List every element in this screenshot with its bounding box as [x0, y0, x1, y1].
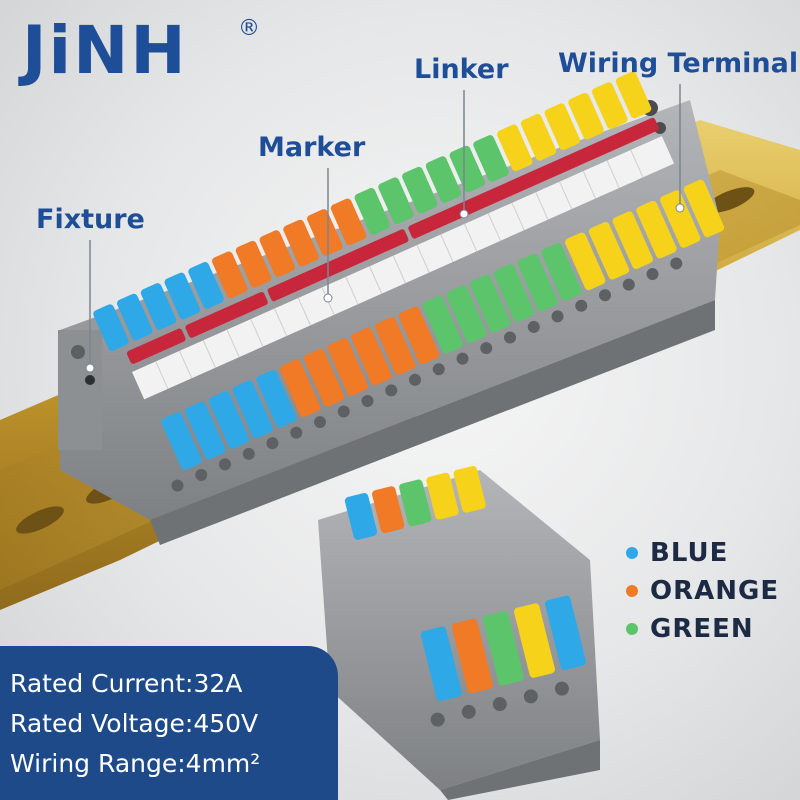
- spec-rated-current: Rated Current:32A: [10, 669, 243, 698]
- marker-strip: [132, 136, 675, 400]
- legend-item-green: GREEN: [626, 610, 779, 648]
- orange-dot-icon: [626, 585, 638, 597]
- back-lever-row: [93, 71, 652, 351]
- callout-leaders: [89, 84, 681, 368]
- linker-bars: [126, 117, 659, 364]
- callout-fixture: Fixture: [36, 204, 145, 235]
- callout-dots: [85, 203, 685, 373]
- spec-rated-voltage: Rated Voltage:450V: [10, 709, 259, 738]
- legend-label: ORANGE: [650, 576, 780, 606]
- blue-dot-icon: [626, 547, 638, 559]
- spec-panel: [0, 646, 338, 800]
- callout-wiring-terminal: Wiring Terminal: [558, 48, 799, 79]
- legend-label: BLUE: [650, 538, 729, 568]
- legend-label: GREEN: [650, 614, 754, 644]
- main-terminal-block: [58, 71, 725, 545]
- registered-mark: ®: [238, 16, 260, 41]
- spec-list: Rated Current:32A Rated Voltage:450V Wir…: [10, 664, 260, 784]
- wire-entries: [171, 257, 683, 492]
- green-dot-icon: [626, 623, 638, 635]
- callout-linker: Linker: [414, 54, 509, 85]
- legend-item-blue: BLUE: [626, 534, 779, 572]
- legend-item-orange: ORANGE: [626, 572, 779, 610]
- callout-marker: Marker: [258, 132, 366, 163]
- brand-logo: JiNH: [22, 12, 188, 89]
- small-terminal-module: [318, 465, 600, 800]
- spec-wiring-range: Wiring Range:4mm²: [10, 749, 261, 778]
- front-lever-row: [161, 179, 725, 470]
- color-legend: BLUE ORANGE GREEN: [626, 534, 779, 648]
